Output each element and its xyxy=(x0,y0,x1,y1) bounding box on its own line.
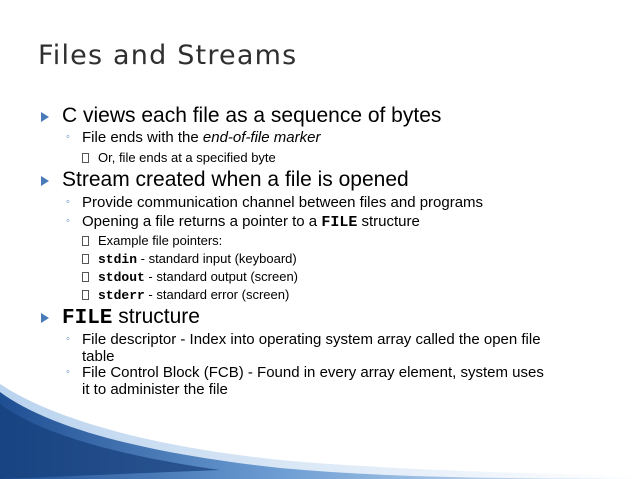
triangle-bullet-icon xyxy=(41,112,49,122)
bullet-2-2-3: stdout - standard output (screen) xyxy=(98,269,298,285)
bullet-2-2: Opening a file returns a pointer to a FI… xyxy=(82,213,420,231)
box-bullet-icon xyxy=(82,236,89,246)
stdout-code: stdout xyxy=(98,270,145,285)
stdout-desc: - standard output (screen) xyxy=(144,269,299,284)
circle-bullet-icon: ◦ xyxy=(66,333,70,345)
bullet-1-1-text: File ends with the xyxy=(82,129,203,146)
box-bullet-icon xyxy=(82,254,89,264)
triangle-bullet-icon xyxy=(41,313,49,323)
bullet-2-2-text: Opening a file returns a pointer to a xyxy=(82,213,322,230)
bullet-2-2-code: FILE xyxy=(321,214,358,231)
stderr-desc: - standard error (screen) xyxy=(144,287,290,302)
bullet-1-1-emphasis: end-of-file marker xyxy=(202,129,321,146)
bullet-2-2-1: Example file pointers: xyxy=(98,233,223,248)
stderr-code: stderr xyxy=(98,288,145,303)
box-bullet-icon xyxy=(82,153,89,163)
box-bullet-icon xyxy=(82,272,89,282)
bullet-3-code: FILE xyxy=(62,307,113,330)
stdin-desc: - standard input (keyboard) xyxy=(137,251,297,266)
circle-bullet-icon: ◦ xyxy=(66,196,70,208)
circle-bullet-icon: ◦ xyxy=(66,215,70,227)
bullet-3-2-line2: it to administer the file xyxy=(82,381,228,398)
triangle-bullet-icon xyxy=(41,176,49,186)
bullet-2-2-post: structure xyxy=(357,213,420,230)
bullet-3-1-line2: table xyxy=(82,348,115,365)
bullet-2: Stream created when a file is opened xyxy=(62,168,409,191)
bullet-3-1-line1: File descriptor - Index into operating s… xyxy=(82,331,541,348)
decorative-wave xyxy=(0,384,638,479)
circle-bullet-icon: ◦ xyxy=(66,131,70,143)
bullet-3-2-line1: File Control Block (FCB) - Found in ever… xyxy=(82,364,544,381)
circle-bullet-icon: ◦ xyxy=(66,366,70,378)
slide-title: Files and Streams xyxy=(38,40,298,71)
bullet-1-1-1: Or, file ends at a specified byte xyxy=(98,150,276,165)
box-bullet-icon xyxy=(82,290,89,300)
bullet-3: FILE structure xyxy=(62,305,200,330)
bullet-2-1: Provide communication channel between fi… xyxy=(82,194,484,211)
bullet-1: C views each file as a sequence of bytes xyxy=(62,104,442,127)
bullet-2-2-2: stdin - standard input (keyboard) xyxy=(98,251,297,267)
bullet-2-2-4: stderr - standard error (screen) xyxy=(98,287,289,303)
bullet-1-1: File ends with the end-of-file marker xyxy=(82,129,320,146)
bullet-3-text: structure xyxy=(112,305,200,328)
stdin-code: stdin xyxy=(98,252,138,267)
